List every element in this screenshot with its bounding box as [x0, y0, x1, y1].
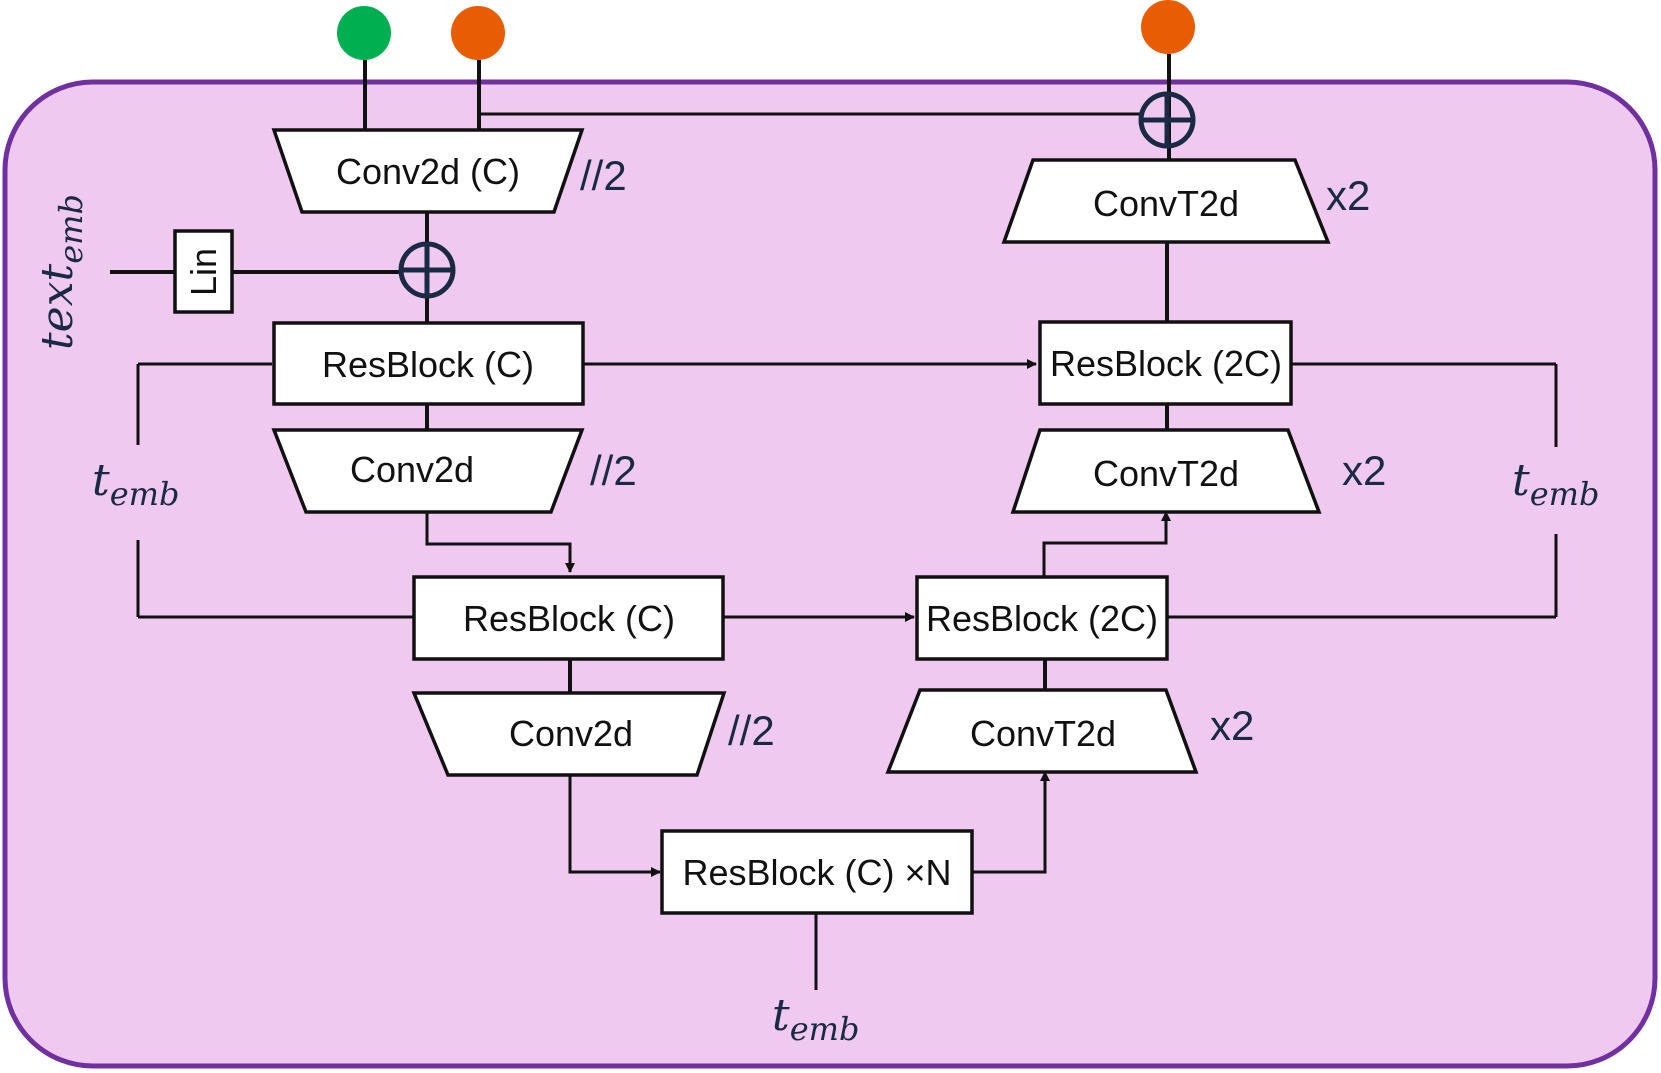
convt-block-low — [885, 688, 1199, 774]
lin-block — [173, 229, 234, 314]
convt-label-top: ConvT2d — [1093, 183, 1239, 224]
t-emb-left-base: t — [92, 455, 110, 506]
text-emb-base: text — [32, 263, 83, 350]
resblock-bottleneck — [660, 829, 974, 915]
t-emb-right: temb — [1512, 455, 1599, 513]
conv-block-2 — [411, 691, 727, 777]
unet-container — [2, 79, 1658, 1069]
text-emb-sub: emb — [52, 194, 90, 264]
resblock-c-1-label: ResBlock (C) — [322, 344, 534, 385]
t-emb-bottom: temb — [772, 990, 859, 1048]
green-input-dot — [337, 6, 391, 60]
conv-c-block — [271, 128, 585, 214]
resblock-bottleneck-label: ResBlock (C) ×N — [682, 852, 951, 893]
resblock-2c-top — [1038, 320, 1293, 406]
up-scale-3: x2 — [1326, 172, 1370, 219]
text-emb-label: textemb — [32, 194, 90, 350]
convt-block-mid — [1010, 428, 1322, 514]
t-emb-left-sub: emb — [110, 475, 180, 513]
down-scale-3: //2 — [728, 707, 775, 754]
up-scale-1: x2 — [1210, 702, 1254, 749]
sum-node-text — [398, 241, 456, 299]
down-scale-1: //2 — [580, 152, 627, 199]
lin-label: Lin — [183, 248, 224, 296]
down-scale-2: //2 — [590, 447, 637, 494]
convt-label-mid: ConvT2d — [1093, 453, 1239, 494]
convt-block-top — [1001, 158, 1331, 244]
resblock-c-2-label: ResBlock (C) — [463, 598, 675, 639]
t-emb-right-sub: emb — [1530, 475, 1600, 513]
conv-label-1: Conv2d — [350, 449, 474, 490]
conv-block-1 — [271, 428, 585, 514]
orange-output-dot — [1141, 0, 1195, 54]
t-emb-bottom-base: t — [772, 990, 790, 1041]
t-emb-bottom-sub: emb — [790, 1010, 860, 1048]
resblock-2c-low — [915, 575, 1169, 661]
resblock-c-2 — [412, 575, 725, 661]
up-scale-2: x2 — [1342, 447, 1386, 494]
sum-node-top — [1138, 91, 1196, 149]
t-emb-left: temb — [92, 455, 179, 513]
resblock-c-1 — [272, 321, 585, 406]
resblock-2c-low-label: ResBlock (2C) — [926, 598, 1158, 639]
connections — [110, 54, 1558, 990]
orange-input-dot — [451, 6, 505, 60]
convt-label-low: ConvT2d — [970, 713, 1116, 754]
conv-label-2: Conv2d — [509, 713, 633, 754]
resblock-2c-top-label: ResBlock (2C) — [1050, 343, 1282, 384]
t-emb-right-base: t — [1512, 455, 1530, 506]
conv-c-label: Conv2d (C) — [336, 151, 520, 192]
